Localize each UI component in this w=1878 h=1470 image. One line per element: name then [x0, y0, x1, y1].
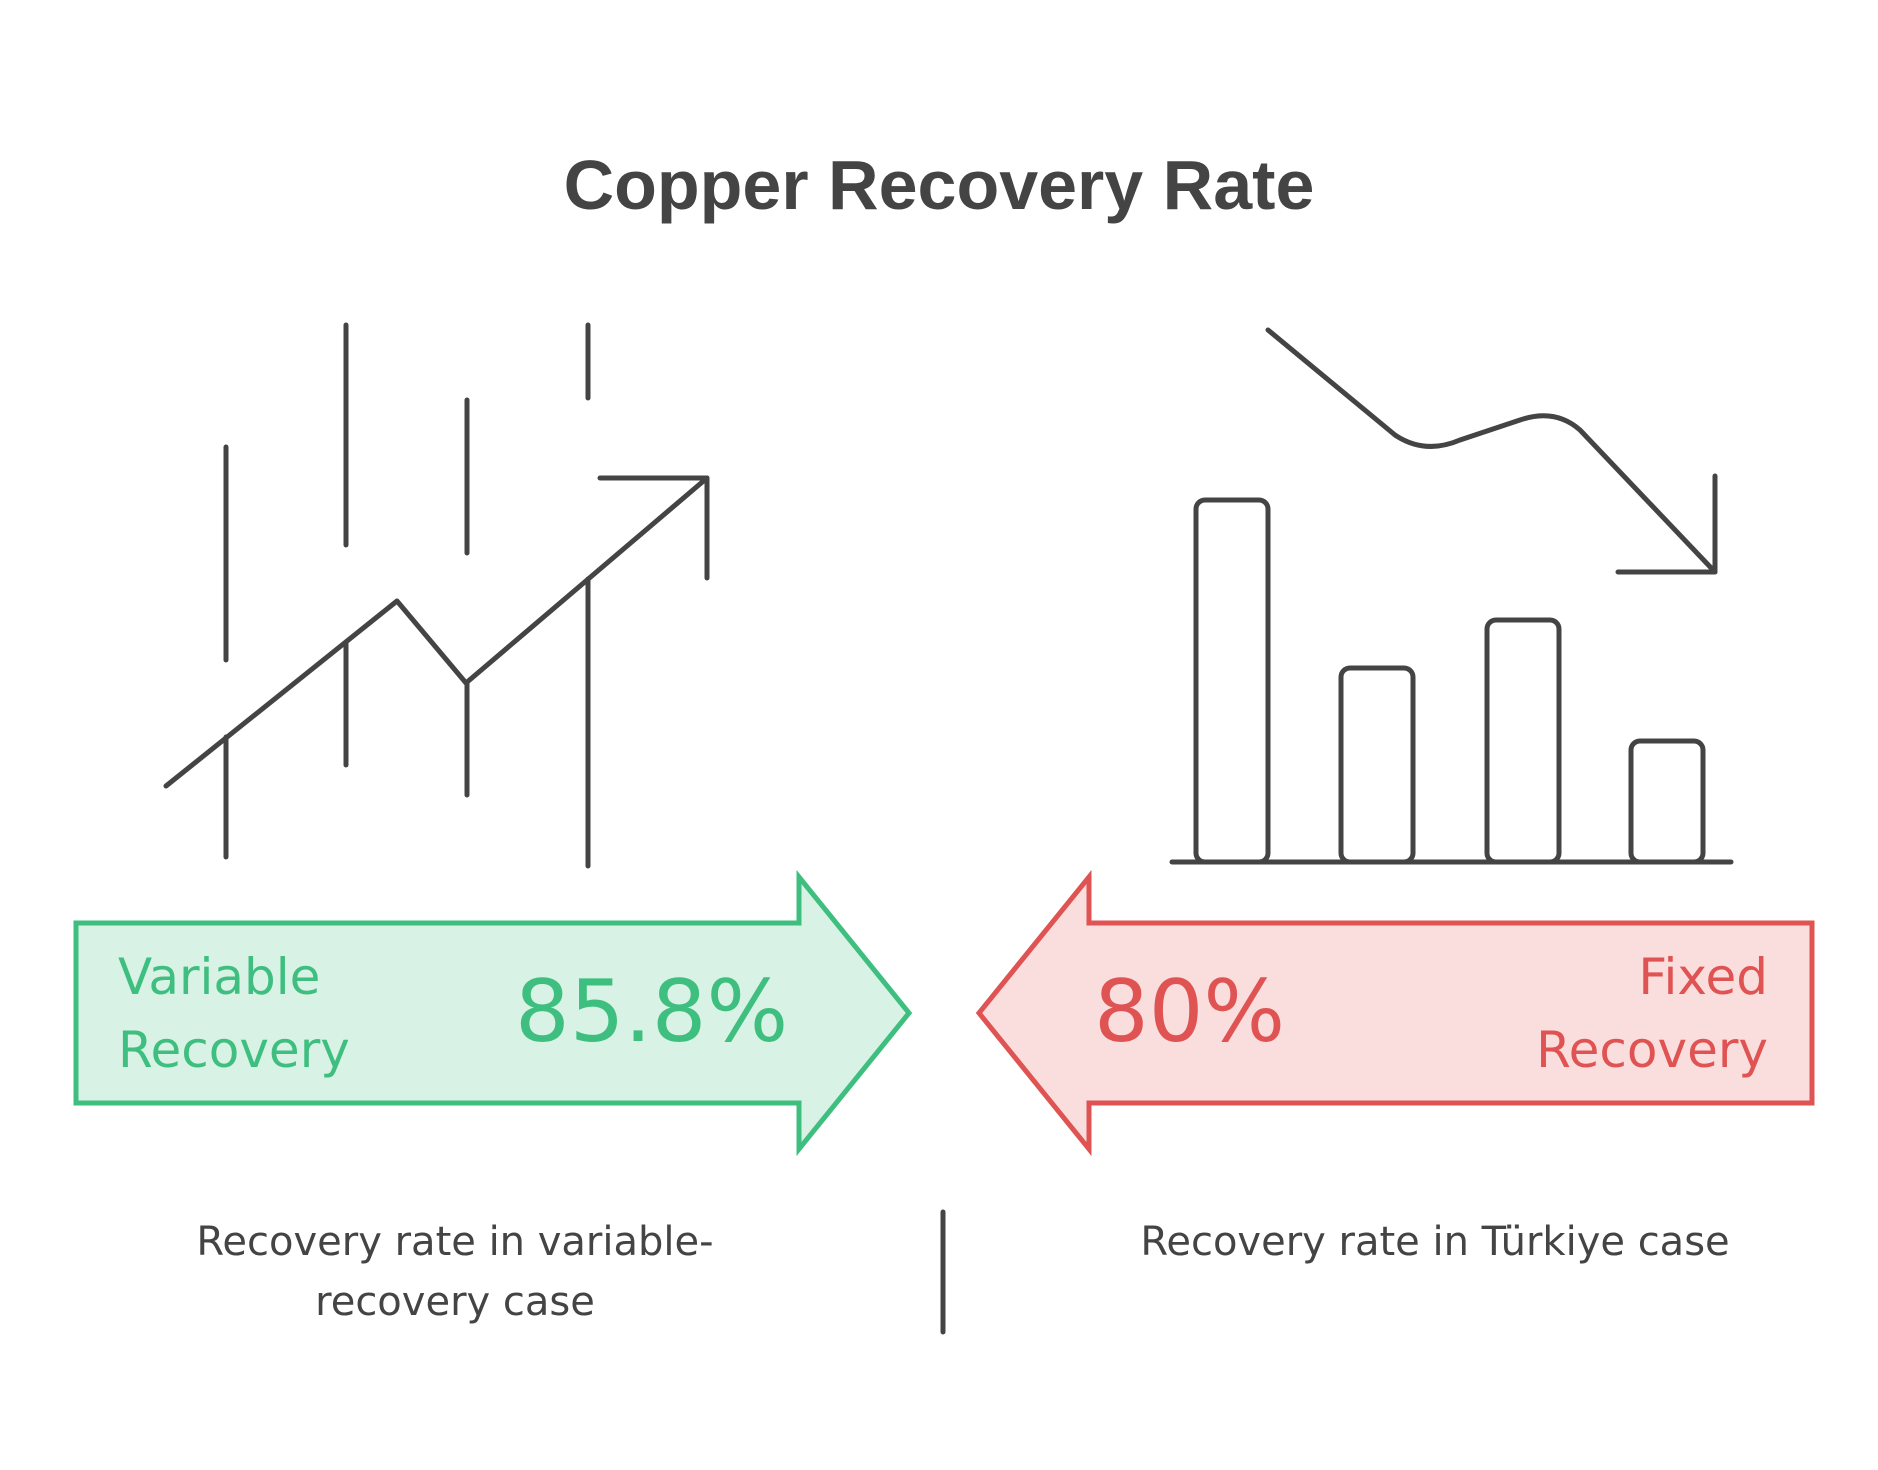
fixed-recovery-description: Recovery rate in Türkiye case — [1140, 1219, 1730, 1265]
falling-bar-chart-icon — [1169, 327, 1734, 865]
rising-line-chart-icon — [163, 322, 710, 869]
variable-recovery-description-line2: recovery case — [315, 1279, 595, 1325]
fixed-recovery-label-line2: Recovery — [1536, 1021, 1768, 1079]
variable-recovery-label-line2: Recovery — [118, 1021, 350, 1079]
fixed-recovery-label-line1: Fixed — [1638, 948, 1768, 1006]
variable-recovery-description-line1: Recovery rate in variable- — [196, 1219, 714, 1265]
fixed-recovery-value: 80% — [1094, 962, 1286, 1062]
variable-recovery-arrow — [73, 869, 913, 1157]
variable-recovery-label-line1: Variable — [118, 948, 321, 1006]
page-title: Copper Recovery Rate — [563, 146, 1315, 224]
fixed-recovery-arrow — [975, 869, 1815, 1157]
variable-recovery-value: 85.8% — [515, 962, 789, 1062]
